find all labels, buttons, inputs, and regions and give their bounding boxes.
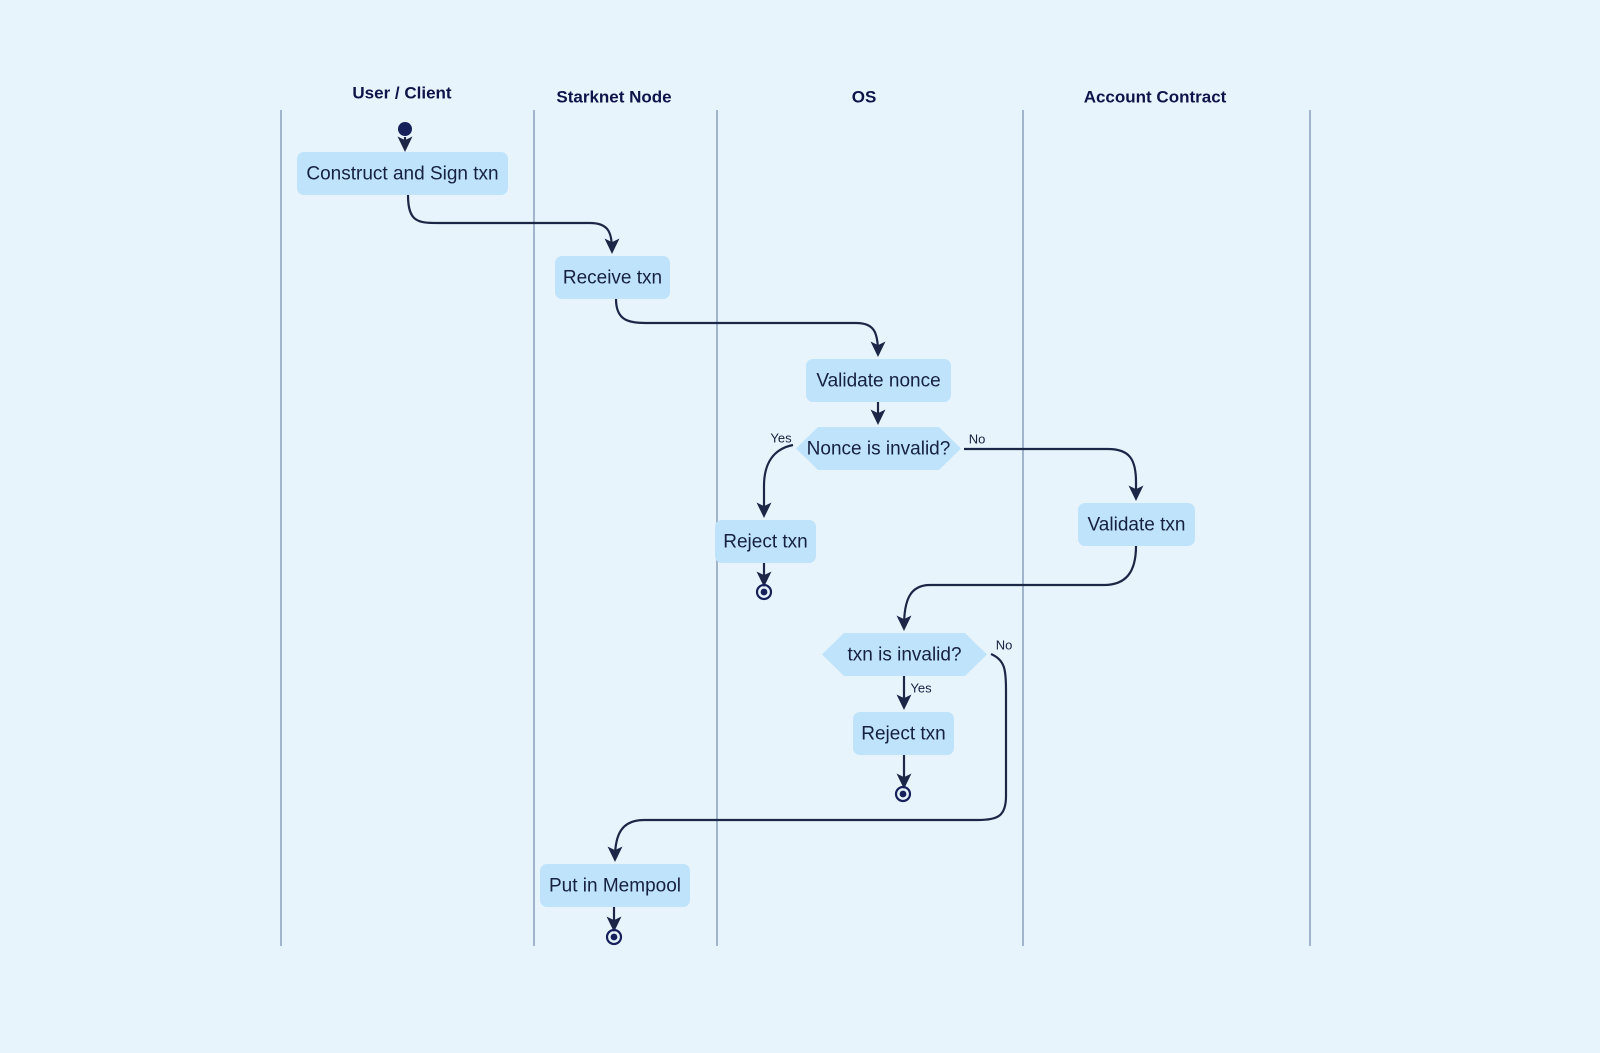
edge-group [397, 136, 1144, 932]
node-label-validate_nonce: Validate nonce [816, 371, 940, 392]
lane-title-group: User / Client Starknet Node OS Account Cont… [352, 83, 1226, 106]
node-shape-rect [297, 152, 508, 195]
node-txn_invalid[interactable]: txn is invalid? [822, 633, 987, 676]
node-label-receive: Receive txn [563, 268, 662, 289]
start-node-icon [398, 122, 412, 136]
node-shape-hexagon [822, 633, 987, 676]
node-label-reject_txn: Reject txn [861, 724, 945, 745]
node-validate_txn[interactable]: Validate txn [1078, 503, 1195, 546]
node-nonce_invalid[interactable]: Nonce is invalid? [796, 427, 961, 470]
node-shape-rect [540, 864, 690, 907]
node-start[interactable] [398, 122, 412, 136]
edge-txn_invalid-to-mempool [607, 652, 1008, 862]
lane-title-node: Starknet Node [556, 87, 671, 106]
node-end_mempool[interactable] [605, 928, 623, 946]
end-node-core-icon [760, 588, 768, 596]
edge-label-e-nonceinvalid-reject: Yes [770, 430, 792, 445]
lane-title-user: User / Client [352, 83, 452, 102]
node-label-txn_invalid: txn is invalid? [847, 645, 961, 666]
end-node-ring-icon [894, 785, 912, 803]
node-label-reject_nonce: Reject txn [723, 532, 807, 553]
node-label-nonce_invalid: Nonce is invalid? [807, 439, 951, 460]
node-end_reject_txn[interactable] [894, 785, 912, 803]
node-end_reject_nonce[interactable] [755, 583, 773, 601]
lane-title-os: OS [852, 87, 877, 106]
node-label-mempool: Put in Mempool [549, 876, 681, 897]
edge-construct-to-receive [406, 194, 620, 254]
node-mempool[interactable]: Put in Mempool [540, 864, 690, 907]
lane-title-account: Account Contract [1084, 87, 1227, 106]
edge-label-e-txninvalid-rejecttxn: Yes [910, 680, 932, 695]
edge-receive-to-validate_nonce [614, 298, 886, 357]
node-reject_nonce[interactable]: Reject txn [715, 520, 816, 563]
edge-nonce_invalid-to-validate_txn [964, 447, 1144, 501]
node-shape-rect [715, 520, 816, 563]
edge-label-e-nonceinvalid-validatetxn: No [969, 431, 986, 446]
node-shape-rect [1078, 503, 1195, 546]
edge-nonce_invalid-to-reject_nonce [756, 443, 794, 518]
node-reject_txn[interactable]: Reject txn [853, 712, 954, 755]
node-shape-hexagon [796, 427, 961, 470]
end-node-ring-icon [755, 583, 773, 601]
end-node-core-icon [610, 933, 618, 941]
edge-label-e-txninvalid-mempool: No [996, 637, 1013, 652]
node-shape-rect [555, 256, 670, 299]
node-construct[interactable]: Construct and Sign txn [297, 152, 508, 195]
end-node-core-icon [899, 790, 907, 798]
node-shape-rect [853, 712, 954, 755]
node-label-validate_txn: Validate txn [1088, 515, 1186, 536]
edge-validate_txn-to-txn_invalid [896, 545, 1138, 631]
end-node-ring-icon [605, 928, 623, 946]
node-receive[interactable]: Receive txn [555, 256, 670, 299]
node-label-construct: Construct and Sign txn [306, 164, 498, 185]
node-validate_nonce[interactable]: Validate nonce [806, 359, 951, 402]
node-shape-rect [806, 359, 951, 402]
